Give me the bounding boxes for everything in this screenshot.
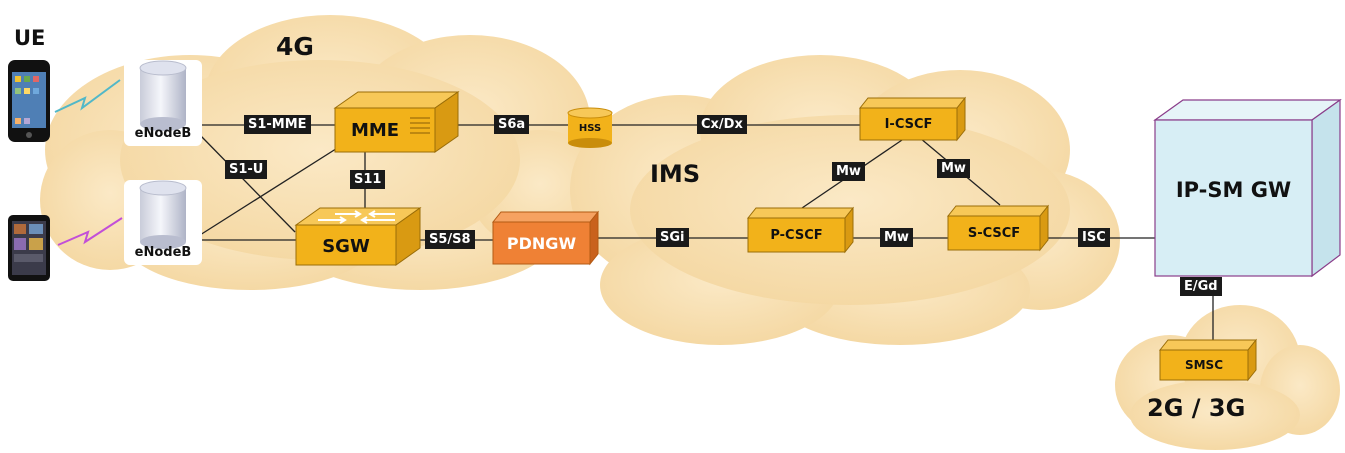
hss-cylinder — [567, 107, 613, 148]
interface-cx-dx: Cx/Dx — [697, 115, 747, 134]
interface-mw-left: Mw — [832, 162, 865, 181]
cloud-title-ims: IMS — [650, 160, 701, 188]
smsc-label: SMSC — [1184, 358, 1224, 372]
tablet-icon — [8, 215, 50, 281]
interface-s1-mme: S1-MME — [244, 115, 311, 134]
interface-isc: ISC — [1078, 228, 1110, 247]
interface-sgi: SGi — [656, 228, 689, 247]
sgw-label: SGW — [322, 236, 370, 257]
pcscf-label: P-CSCF — [770, 227, 823, 243]
pdngw-box — [491, 210, 600, 266]
sgw-box — [294, 207, 422, 266]
enodeb-top-icon — [124, 60, 202, 146]
scscf-label: S-CSCF — [967, 225, 1021, 241]
pcscf-box — [746, 206, 855, 254]
cloud-ims — [570, 55, 1120, 345]
ipsmgw-label: IP-SM GW — [1175, 178, 1292, 202]
mme-label: MME — [350, 119, 400, 141]
smartphone-icon — [8, 60, 50, 142]
interface-s5-s8: S5/S8 — [425, 230, 475, 249]
interface-s1-u: S1-U — [225, 160, 268, 179]
icscf-label: I-CSCF — [884, 116, 933, 132]
hss-label: HSS — [578, 122, 602, 134]
icscf-box — [858, 96, 967, 142]
interface-s6a: S6a — [494, 115, 530, 134]
enodeb-top-label: eNodeB — [134, 126, 192, 141]
ue-label: UE — [14, 26, 46, 50]
mme-box — [333, 91, 460, 153]
radio-link-phone — [54, 79, 121, 113]
enodeb-bottom-icon — [124, 180, 202, 265]
pdngw-label: PDNGW — [506, 233, 577, 253]
interface-mw-right: Mw — [937, 159, 970, 178]
interface-s11: S11 — [350, 170, 386, 189]
cloud-title-2g3g: 2G / 3G — [1147, 394, 1246, 422]
smsc-box — [1158, 338, 1258, 382]
interface-mw-bottom: Mw — [880, 228, 913, 247]
cloud-title-4g: 4G — [276, 32, 314, 61]
enodeb-bottom-label: eNodeB — [134, 245, 192, 260]
radio-link-tablet — [57, 217, 123, 246]
scscf-box — [946, 204, 1050, 252]
interface-e-gd: E/Gd — [1180, 277, 1222, 296]
ipsmgw-cube — [1153, 98, 1342, 278]
